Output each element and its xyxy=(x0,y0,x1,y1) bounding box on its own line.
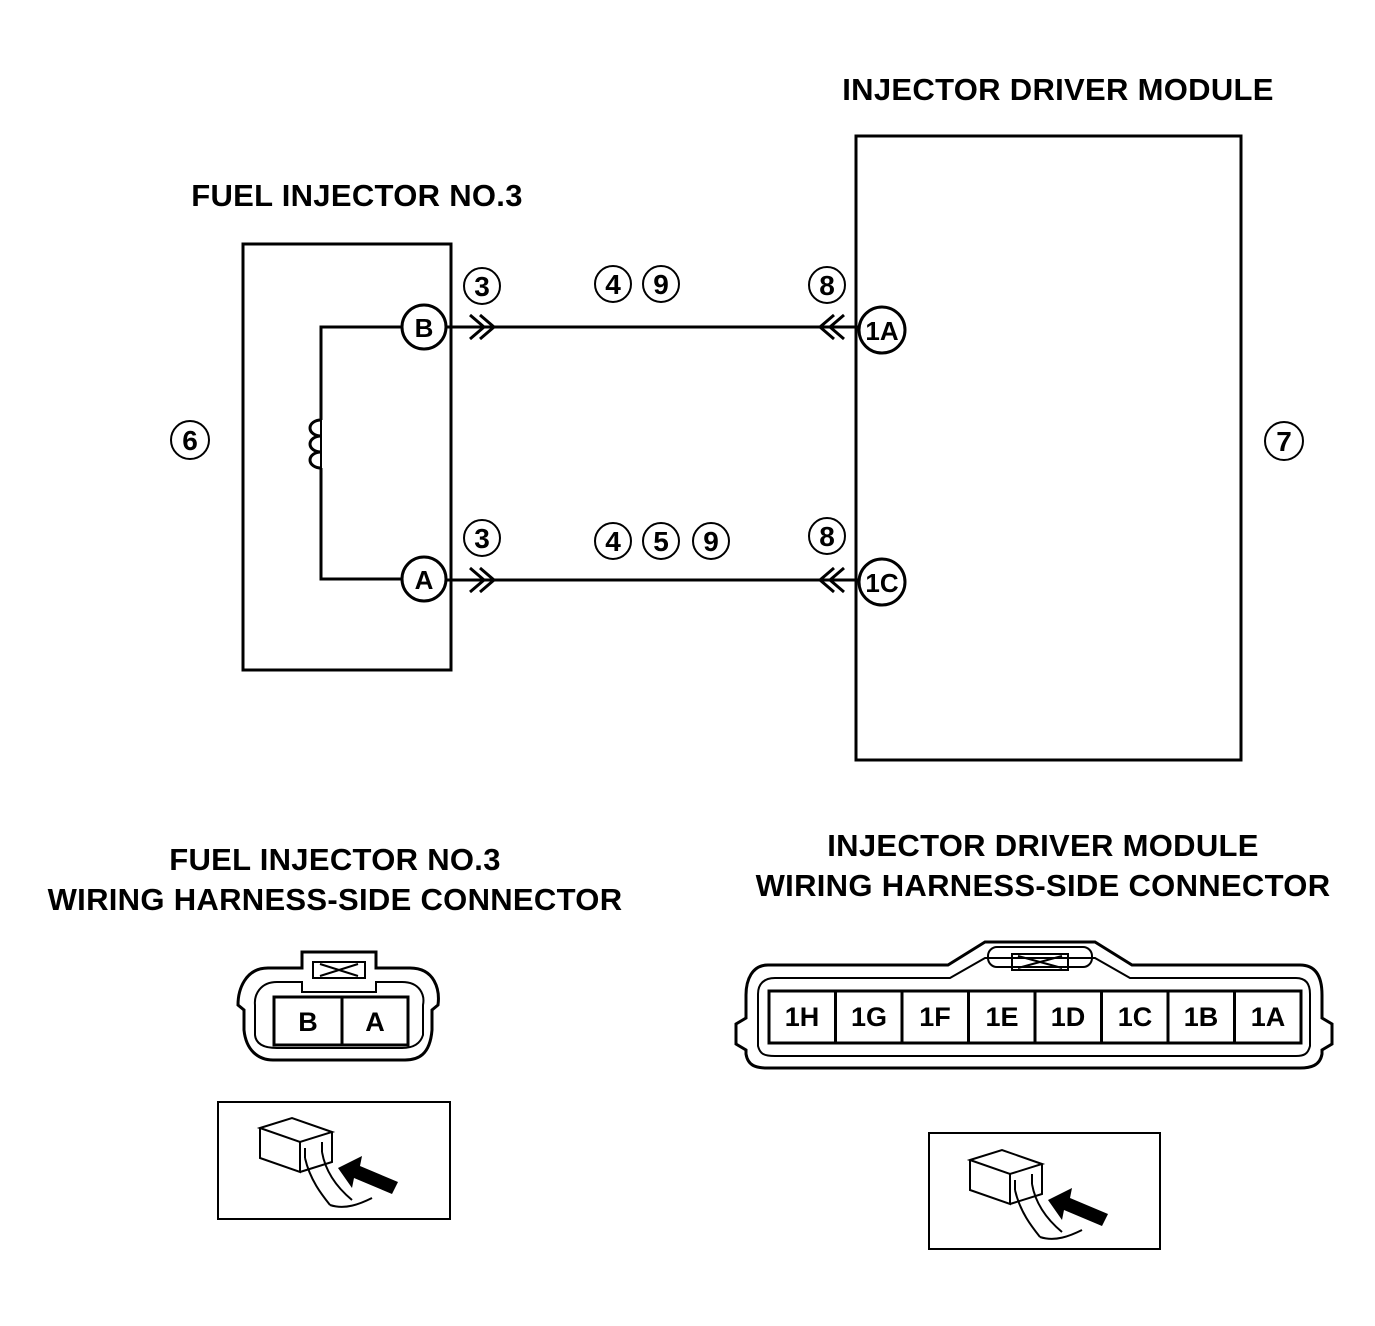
svg-text:5: 5 xyxy=(653,526,669,557)
callout-bottom-3: 3 xyxy=(463,519,501,557)
module-pin-1a: 1A xyxy=(857,305,907,355)
fuel-injector-box xyxy=(241,242,453,672)
callout-bottom-9: 9 xyxy=(692,522,730,560)
callout-bottom-5: 5 xyxy=(642,522,680,560)
injector-connector-caption-2: WIRING HARNESS-SIDE CONNECTOR xyxy=(48,882,623,917)
injector-driver-module-box xyxy=(854,134,1243,762)
module-connector-cell: 1A xyxy=(1251,1002,1286,1032)
module-pin-1c: 1C xyxy=(857,557,907,607)
callout-top-4: 4 xyxy=(594,265,632,303)
module-connector-caption-1: INJECTOR DRIVER MODULE xyxy=(827,828,1258,863)
injector-coil xyxy=(308,325,401,581)
injector-pin-a-label: A xyxy=(415,565,434,595)
svg-text:7: 7 xyxy=(1276,426,1292,457)
svg-text:3: 3 xyxy=(474,523,490,554)
callout-top-9: 9 xyxy=(642,265,680,303)
callout-6: 6 xyxy=(170,420,210,460)
injector-pin-b-label: B xyxy=(415,313,434,343)
injector-title: FUEL INJECTOR NO.3 xyxy=(191,178,523,213)
callout-bottom-4: 4 xyxy=(594,522,632,560)
callout-bottom-8: 8 xyxy=(808,517,846,555)
svg-text:9: 9 xyxy=(703,526,719,557)
svg-text:8: 8 xyxy=(819,521,835,552)
wire-top xyxy=(446,313,859,341)
wire-bottom xyxy=(446,566,859,594)
module-connector-cell: 1F xyxy=(919,1002,951,1032)
svg-text:9: 9 xyxy=(653,269,669,300)
module-connector-cell: 1E xyxy=(985,1002,1018,1032)
module-connector-caption-2: WIRING HARNESS-SIDE CONNECTOR xyxy=(756,868,1331,903)
injector-connector-cell-b: B xyxy=(298,1007,318,1037)
module-connector-cell: 1B xyxy=(1184,1002,1219,1032)
module-pin-1a-label: 1A xyxy=(865,316,898,346)
svg-text:4: 4 xyxy=(605,526,621,557)
module-connector-cell: 1D xyxy=(1051,1002,1086,1032)
module-harness-connector xyxy=(734,940,1334,1070)
injector-view-direction-icon xyxy=(217,1101,451,1220)
svg-text:8: 8 xyxy=(819,270,835,301)
module-connector-cell: 1C xyxy=(1118,1002,1153,1032)
module-connector-cell: 1H xyxy=(785,1002,820,1032)
svg-text:6: 6 xyxy=(182,425,198,456)
callout-top-3: 3 xyxy=(463,267,501,305)
svg-text:4: 4 xyxy=(605,269,621,300)
injector-harness-connector xyxy=(236,950,440,1062)
module-title: INJECTOR DRIVER MODULE xyxy=(842,72,1273,107)
svg-text:3: 3 xyxy=(474,271,490,302)
callout-top-8: 8 xyxy=(808,266,846,304)
injector-connector-cell-a: A xyxy=(365,1007,385,1037)
injector-connector-caption-1: FUEL INJECTOR NO.3 xyxy=(169,842,501,877)
module-connector-cells: 1H 1G 1F 1E 1D 1C 1B 1A xyxy=(767,989,1303,1045)
module-connector-cell: 1G xyxy=(851,1002,887,1032)
injector-pin-b: B xyxy=(400,303,448,351)
module-pin-1c-label: 1C xyxy=(865,568,898,598)
callout-7: 7 xyxy=(1264,421,1304,461)
module-view-direction-icon xyxy=(928,1132,1161,1250)
injector-pin-a: A xyxy=(400,555,448,603)
